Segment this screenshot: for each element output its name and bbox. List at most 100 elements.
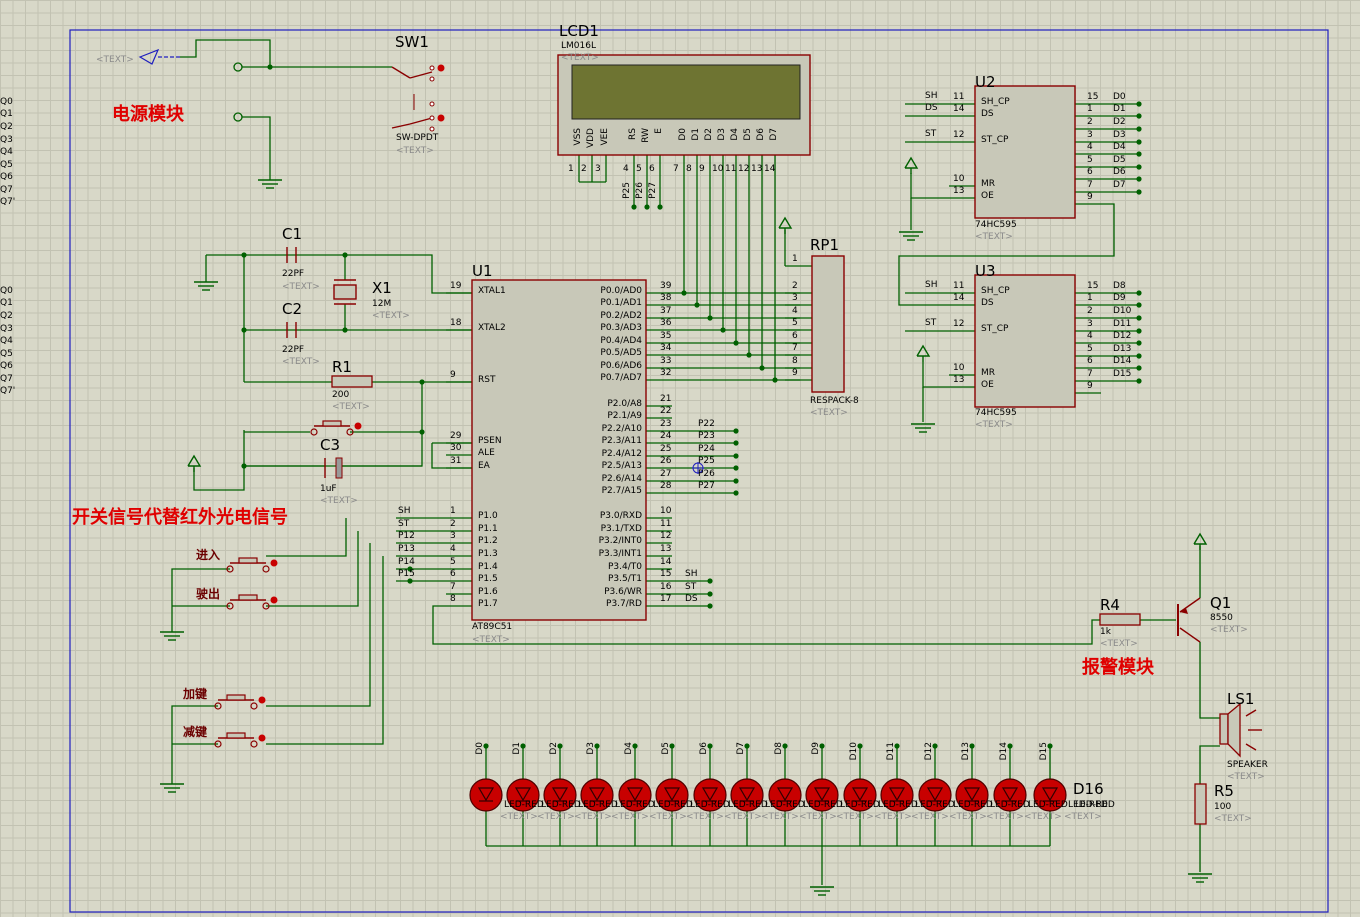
sw1-blade: [391, 123, 411, 129]
led-type-label: LED-RED: [1068, 800, 1108, 810]
c2-value: 22PF: [282, 345, 305, 355]
u1-pin-name: P2.3/A11: [601, 436, 642, 446]
lcd-screen: [571, 64, 801, 120]
led-type-label: LED-RED: [990, 800, 1030, 810]
u2-pin-name: Q2: [0, 122, 13, 132]
u2-pin-name: Q3: [0, 135, 13, 145]
u1-pin-name: P1.6: [478, 587, 498, 597]
u3-ref: U3: [975, 262, 996, 280]
u1-pin-number: 15: [660, 569, 672, 579]
led-net-label: D0: [475, 742, 485, 755]
exit-button-contact: [226, 602, 234, 610]
u3-pin-number: 11: [953, 281, 965, 291]
junction-dot: [520, 743, 526, 749]
led-7: [730, 778, 764, 812]
wire: [266, 556, 384, 745]
junction-dot: [594, 743, 600, 749]
led-13: [955, 778, 989, 812]
sw1-blade: [391, 66, 411, 79]
lcd-pin-number: 4: [623, 164, 629, 174]
exit-button-contact: [262, 602, 270, 610]
u1-p2-net: P23: [698, 431, 715, 441]
q1-ref: Q1: [1210, 594, 1232, 612]
u2-pin-number: 11: [953, 92, 965, 102]
ls1-type: SPEAKER: [1227, 760, 1268, 770]
junction-dot: [772, 377, 778, 383]
led-symbol: [626, 787, 644, 802]
u3-pin-number: 3: [1087, 319, 1093, 329]
u3-pin-name: OE: [981, 380, 994, 390]
led-type-label: LED-RED: [953, 800, 993, 810]
u3-net: ST: [925, 318, 937, 328]
sw1-blade: [409, 71, 433, 79]
rp1-type: RESPACK-8: [810, 396, 859, 406]
rp1-pin-number: 8: [792, 356, 798, 366]
u3-net: D9: [1113, 293, 1126, 303]
wires: [171, 39, 1220, 885]
led-text: <TEXT>: [761, 812, 799, 822]
lcd-pin-number: 10: [712, 164, 724, 174]
ls1-text: <TEXT>: [1227, 772, 1265, 782]
sw1-terminal: [429, 65, 435, 71]
u2-net: D7: [1113, 180, 1126, 190]
x1-crystal: [333, 284, 357, 300]
junction-dot: [644, 204, 650, 210]
u1-pin-number: 30: [450, 443, 462, 453]
led-net-label: D10: [849, 742, 859, 761]
u1-pin-name: P1.5: [478, 574, 498, 584]
reset-button-contact: [310, 428, 318, 436]
led-text: <TEXT>: [1064, 812, 1102, 822]
junction-dot: [557, 743, 563, 749]
r5-text: <TEXT>: [1214, 814, 1252, 824]
junction-dot: [733, 453, 739, 459]
u2-net: D2: [1113, 117, 1126, 127]
junction-dot: [1136, 164, 1142, 170]
junction-dot: [733, 465, 739, 471]
u3-net: D11: [1113, 319, 1132, 329]
lcd-pin-number: 12: [738, 164, 750, 174]
u3-text: <TEXT>: [975, 420, 1013, 430]
q1-emitter: [1179, 597, 1201, 613]
led-text: <TEXT>: [611, 812, 649, 822]
junction-dot: [932, 743, 938, 749]
u2-pin-number: 2: [1087, 117, 1093, 127]
lcd-pin-number: 11: [725, 164, 737, 174]
switch-signal-title: 开关信号代替红外光电信号: [72, 507, 288, 528]
c3-ref: C3: [320, 436, 341, 454]
u1-pin-name: P1.4: [478, 562, 498, 572]
enter-button-cap: [238, 557, 258, 564]
junction-dot: [733, 478, 739, 484]
u1-pin-number: 12: [660, 531, 672, 541]
u3-net: D8: [1113, 281, 1126, 291]
led-text: <TEXT>: [686, 812, 724, 822]
led-net-label: D6: [699, 742, 709, 755]
reset-button-cap: [322, 420, 342, 427]
u2-pin-number: 6: [1087, 167, 1093, 177]
lcd-pin-number: 2: [581, 164, 587, 174]
u3-pin-number: 5: [1087, 344, 1093, 354]
sub-button-cap: [226, 732, 246, 739]
rp1-pin-number: 2: [792, 281, 798, 291]
led-9: [805, 778, 839, 812]
u3-pin-number: 10: [953, 363, 965, 373]
u1-pin-number: 19: [450, 281, 462, 291]
led-symbol: [514, 787, 532, 802]
junction-dot: [1136, 101, 1142, 107]
led-net-label: D15: [1039, 742, 1049, 761]
u1-pin-name: P0.4/AD4: [600, 336, 642, 346]
junction-dot: [342, 327, 348, 333]
u2-pin-name: Q7': [0, 197, 16, 207]
led-type-label: LED-RED: [504, 800, 544, 810]
wire: [266, 543, 371, 707]
u1-pin-name: P3.0/RXD: [599, 511, 642, 521]
u3-pin-name: ST_CP: [981, 324, 1009, 334]
lcd-pin-number: 3: [595, 164, 601, 174]
u1-p1-net: P14: [398, 557, 415, 567]
led-text: <TEXT>: [949, 812, 987, 822]
rp1-pin-number: 3: [792, 293, 798, 303]
u1-pin-name: P0.3/AD3: [600, 323, 642, 333]
u1-pin-name: P2.4/A12: [601, 449, 642, 459]
led-4: [618, 778, 652, 812]
junction-dot: [720, 327, 726, 333]
